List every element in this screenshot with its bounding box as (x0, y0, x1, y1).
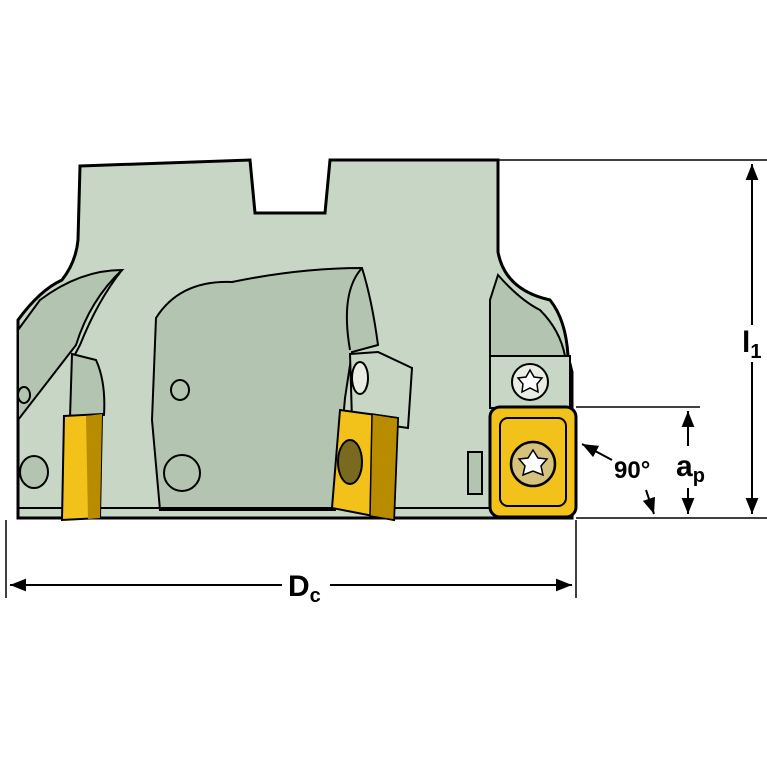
central-chip-pocket (150, 266, 380, 511)
clamp-screw-middle (351, 361, 369, 395)
label-ap: ap (676, 450, 705, 487)
hole-center-small (170, 379, 190, 401)
label-angle: 90° (614, 457, 650, 484)
label-dc: Dc (288, 570, 321, 607)
right-slot (467, 451, 483, 495)
insert-left-face (86, 414, 102, 519)
left-insert-seat (68, 352, 106, 420)
upper-shoulder-line (61, 239, 79, 281)
inserts (60, 405, 578, 522)
angle-arrow-lower (642, 489, 656, 515)
insert-screw-middle (337, 439, 363, 485)
hole-left-top (17, 386, 31, 404)
insert-right-land (499, 417, 567, 507)
label-l1: l1 (742, 326, 761, 363)
hole-center-large (163, 454, 201, 492)
dimension-labels: l1 ap 90° Dc (288, 326, 761, 607)
central-pocket-rib (345, 267, 363, 351)
dimensions (5, 159, 767, 598)
torx-socket-clamp-icon (516, 368, 544, 394)
hole-left-bottom (19, 455, 49, 489)
cutter-body (16, 158, 574, 520)
clamp-screws (351, 361, 549, 401)
left-pocket-inner (71, 269, 123, 361)
torx-socket-right-icon (517, 448, 549, 477)
angle-arrow-upper (581, 443, 613, 461)
insert-middle-side (369, 413, 399, 521)
